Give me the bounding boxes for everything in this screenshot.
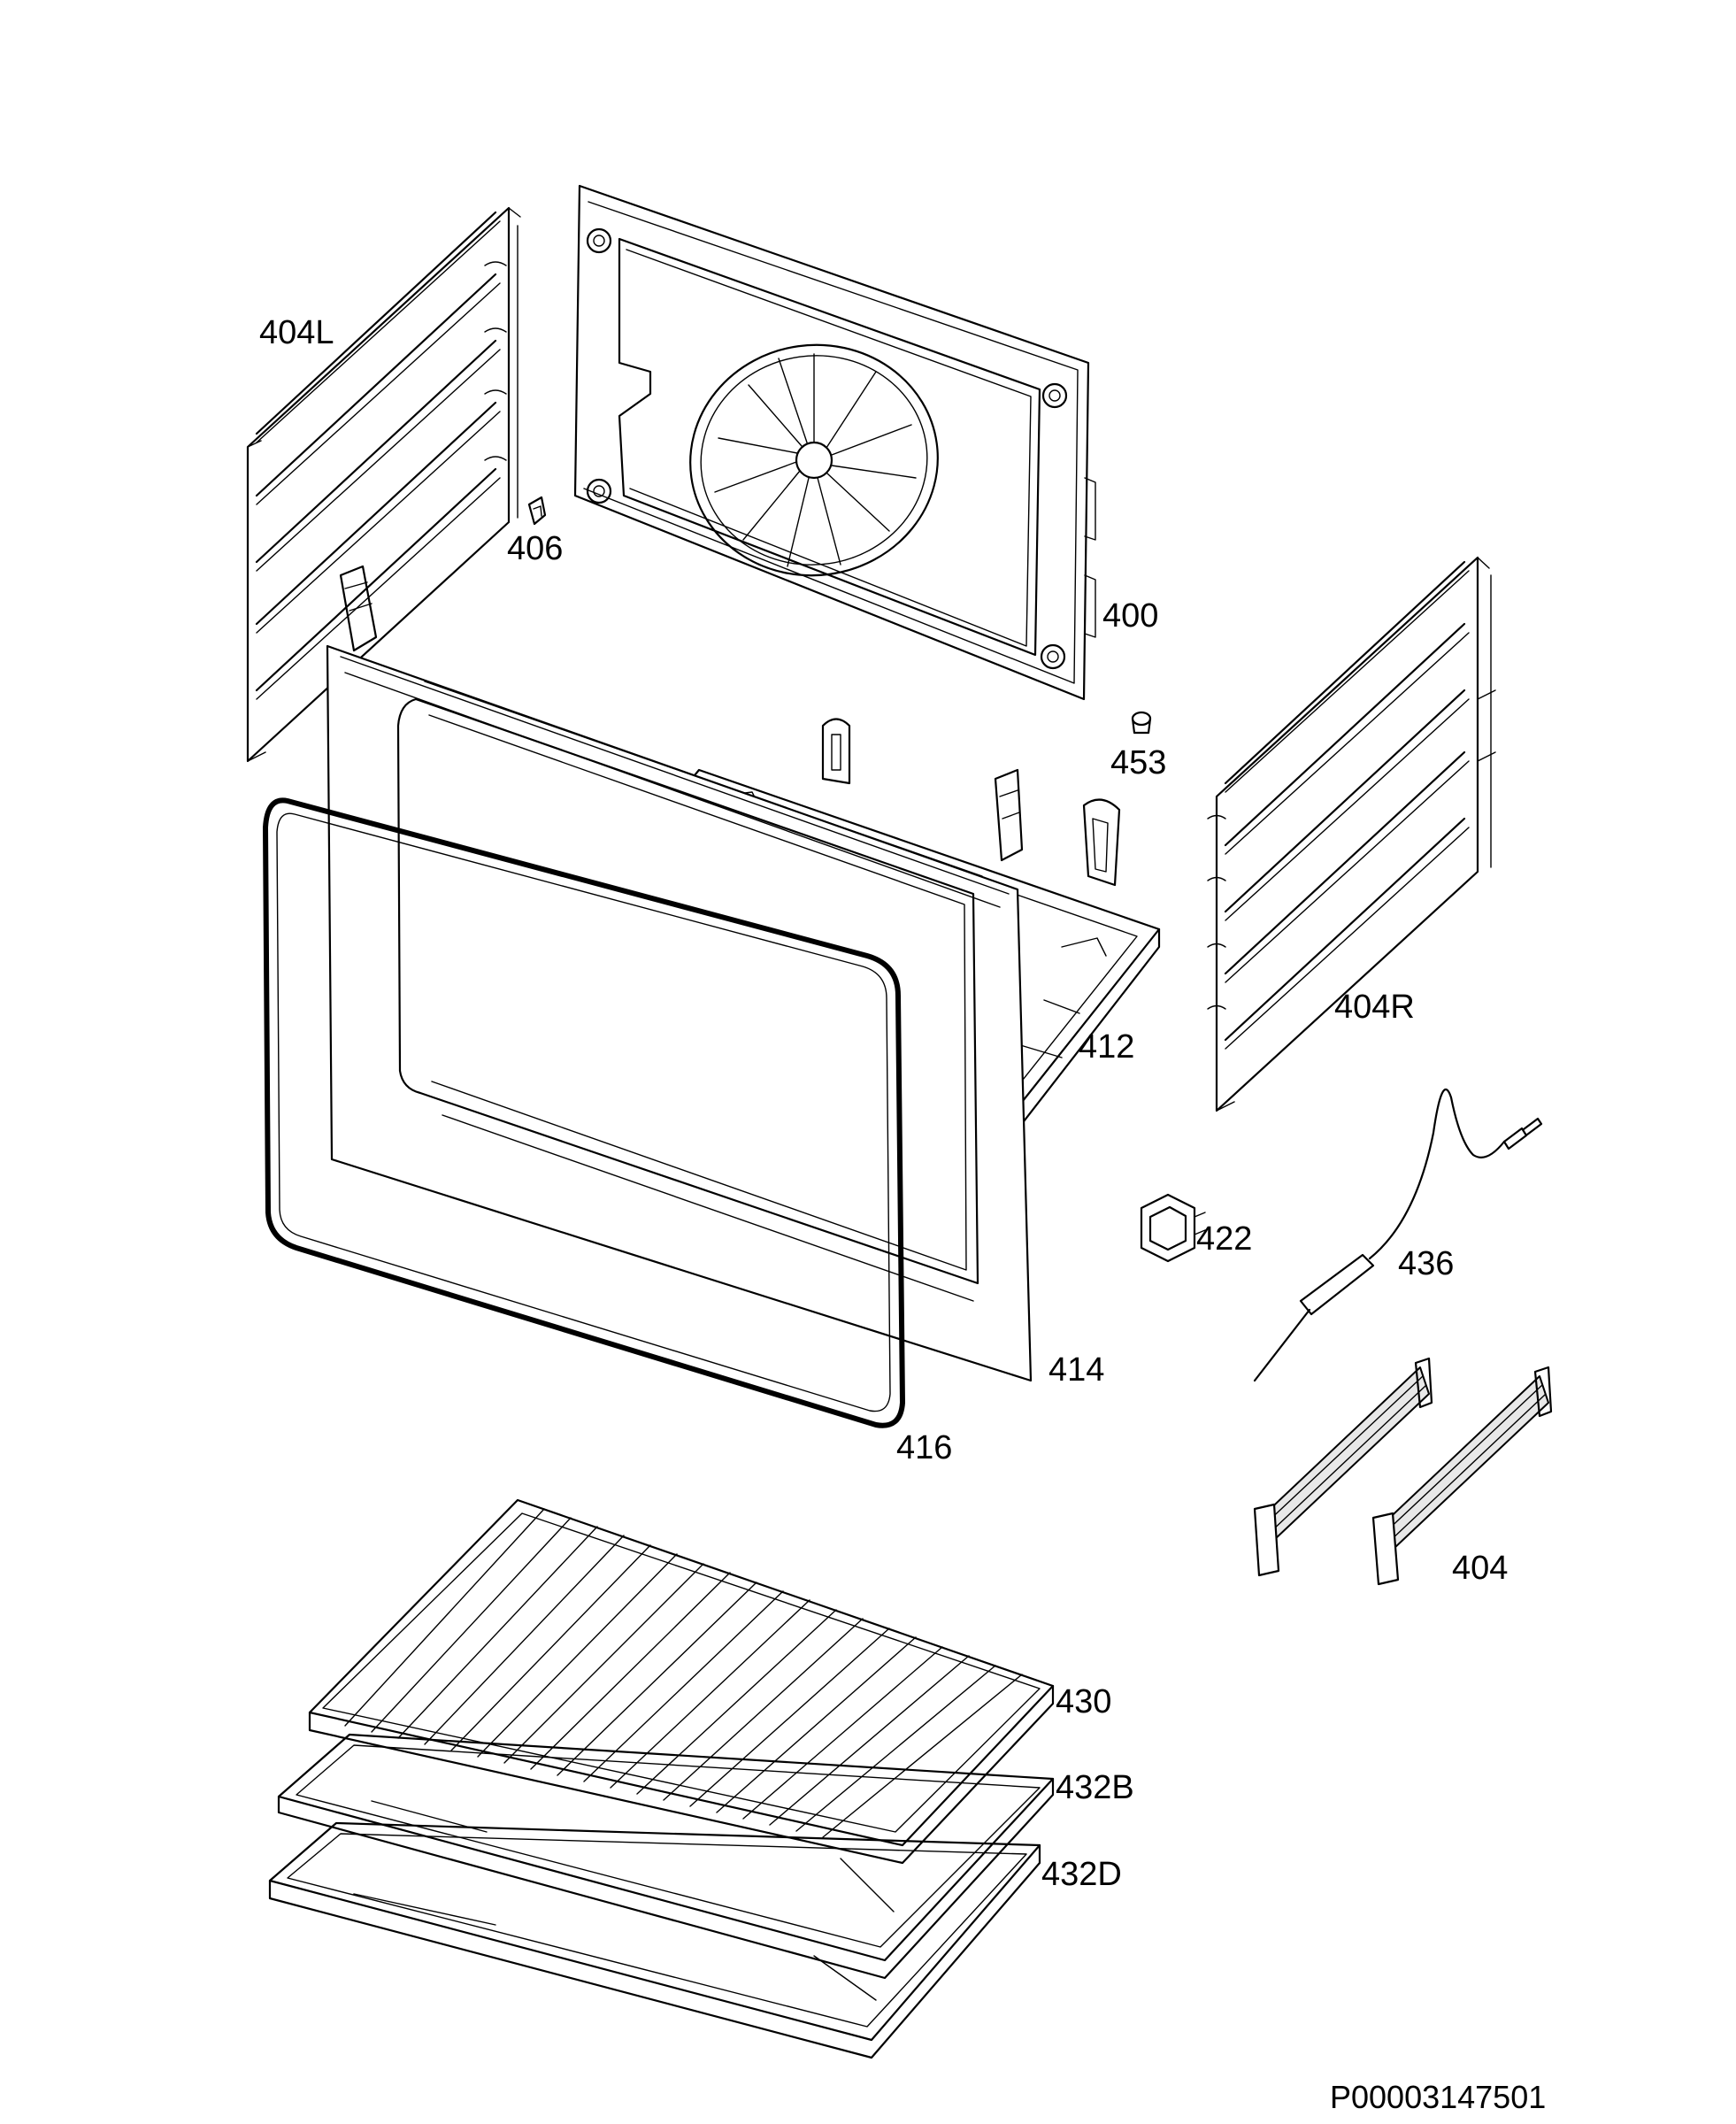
label-414: 414 bbox=[1049, 1351, 1104, 1389]
label-432B: 432B bbox=[1056, 1769, 1134, 1806]
label-436: 436 bbox=[1398, 1245, 1454, 1282]
label-406: 406 bbox=[507, 530, 563, 567]
lamp-holder-422 bbox=[1140, 1193, 1206, 1263]
back-panel-400 bbox=[573, 184, 1096, 701]
label-422: 422 bbox=[1196, 1220, 1252, 1258]
label-404: 404 bbox=[1452, 1550, 1508, 1587]
label-453: 453 bbox=[1110, 744, 1166, 781]
baking-tray-432B bbox=[277, 1733, 1055, 1980]
label-430: 430 bbox=[1056, 1683, 1111, 1720]
label-400: 400 bbox=[1102, 597, 1158, 635]
label-432D: 432D bbox=[1041, 1856, 1122, 1893]
door-seal-416 bbox=[263, 797, 905, 1428]
right-shelf-support-404R bbox=[1207, 556, 1496, 1112]
part-labels: 404L 406 400 453 404R 412 422 436 414 41… bbox=[259, 314, 1546, 2115]
meat-probe-436 bbox=[1253, 1088, 1543, 1382]
wire-rack-430 bbox=[308, 1498, 1055, 1865]
front-frame-414 bbox=[326, 565, 1033, 1382]
clip-406 bbox=[527, 496, 547, 526]
label-404R: 404R bbox=[1334, 989, 1415, 1026]
label-404L: 404L bbox=[259, 314, 334, 351]
label-412: 412 bbox=[1079, 1028, 1134, 1066]
plug-453 bbox=[1131, 711, 1152, 735]
document-code: P00003147501 bbox=[1330, 2079, 1546, 2115]
label-416: 416 bbox=[896, 1429, 952, 1466]
telescopic-runners-404 bbox=[1253, 1357, 1553, 1586]
left-shelf-support-404L bbox=[246, 206, 521, 763]
baking-tray-432D bbox=[268, 1821, 1041, 2059]
